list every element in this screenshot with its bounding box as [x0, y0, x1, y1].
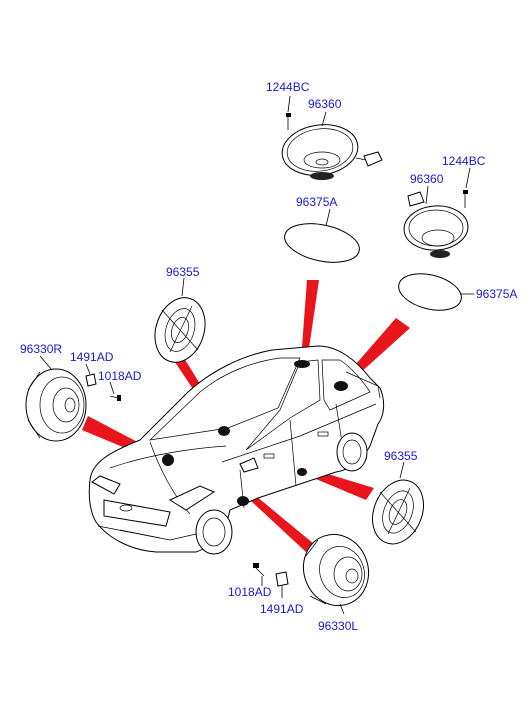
mount-front-pillar	[218, 426, 230, 436]
speaker-front-right-assembly: 1018AD 1491AD 96330L	[228, 533, 369, 633]
label-cover-top: 96375A	[296, 195, 337, 209]
label-clip-left: 1491AD	[70, 350, 114, 364]
speaker-top-assembly: 1244BC 96360	[266, 80, 383, 180]
screw-bottom-icon	[253, 563, 265, 577]
speaker-right-oval	[403, 205, 469, 258]
speaker-front-left-round	[25, 368, 87, 442]
rear-window	[321, 359, 371, 411]
bracket-right: 96355	[372, 449, 424, 545]
speaker-front-right-round	[303, 533, 369, 607]
headlight-left	[91, 475, 121, 495]
side-mirror	[239, 457, 259, 473]
cover-top: 96375A	[284, 195, 360, 263]
screw-right-icon	[463, 190, 468, 208]
label-speaker-front-right: 96330L	[318, 619, 358, 633]
mount-rear-door	[297, 468, 307, 476]
label-screw-right: 1244BC	[442, 154, 486, 168]
door-seam-mid	[289, 419, 297, 487]
mount-front-door	[237, 496, 249, 506]
rear-wheel	[336, 432, 368, 472]
speaker-right-assembly: 1244BC 96360	[403, 154, 486, 258]
label-bracket-right: 96355	[384, 449, 418, 463]
front-door-window	[245, 359, 321, 451]
label-screw-top: 1244BC	[266, 80, 310, 94]
headlight-right	[168, 485, 216, 511]
pointer-door-bottom	[250, 496, 314, 552]
screw-top-icon	[286, 113, 291, 130]
door-handle-front	[263, 453, 275, 459]
bracket-left: 96355	[154, 265, 206, 363]
label-cover-right: 96375A	[476, 287, 517, 301]
mount-dash	[162, 454, 174, 466]
label-bracket-left: 96355	[166, 265, 200, 279]
front-wheel	[195, 509, 233, 555]
fog-slot	[119, 529, 161, 539]
mount-rear-shelf-left	[294, 360, 310, 368]
clip-bottom-icon	[275, 571, 289, 587]
car-outline	[88, 345, 385, 553]
speaker-top-connector	[355, 151, 383, 167]
label-screw-left: 1018AD	[98, 369, 142, 383]
label-speaker-top: 96360	[308, 97, 342, 111]
pointer-rear-top	[301, 280, 319, 362]
label-speaker-right: 96360	[410, 172, 444, 186]
screw-left-icon	[109, 395, 121, 401]
trunk-lid	[345, 371, 381, 399]
mount-rear-shelf-right	[334, 381, 348, 391]
speaker-front-left-assembly: 96330R 1491AD 1018AD	[20, 342, 142, 442]
badge	[119, 504, 133, 512]
beltline	[221, 403, 377, 463]
speaker-top-oval	[281, 124, 359, 180]
door-handle-rear	[317, 431, 329, 437]
label-clip-bottom: 1491AD	[260, 602, 304, 616]
label-screw-bottom: 1018AD	[228, 585, 272, 599]
label-speaker-front-left: 96330R	[20, 342, 62, 356]
clip-left-icon	[85, 373, 97, 387]
hood-line	[109, 445, 227, 469]
car-body	[88, 345, 385, 555]
cover-right: 96375A	[398, 273, 517, 311]
speaker-right-connector	[407, 191, 425, 207]
